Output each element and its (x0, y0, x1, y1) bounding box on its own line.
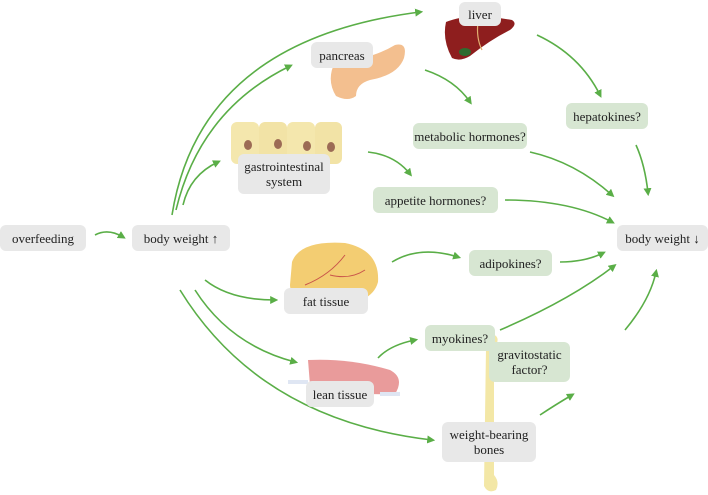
gi-cells-illustration (231, 122, 342, 164)
body-weight-down-node: body weight ↓ (617, 225, 708, 251)
arrows (94, 8, 659, 444)
overfeeding-label: overfeeding (11, 230, 75, 246)
appetite-hormones-node: appetite hormones? (373, 187, 498, 213)
hepatokines-label: hepatokines? (573, 108, 641, 124)
up-arrow-icon: ↑ (211, 230, 219, 246)
liver-node: liver (459, 2, 501, 26)
arrow-adipokines-bodyweight (559, 251, 606, 263)
arrow-hepatokines-bodyweight (635, 144, 652, 197)
fat-label: fat tissue (302, 293, 350, 309)
arrow-bodyweight-liver (171, 8, 424, 216)
arrow-overfeeding-bodyweight (94, 231, 126, 239)
arrow-liver-hepatokines (536, 34, 602, 98)
fat-tissue-node: fat tissue (284, 288, 368, 314)
arrow-pancreas-metabolic (424, 69, 472, 105)
pancreas-illustration (330, 44, 405, 99)
arrow-lean-myokines (377, 337, 419, 359)
gravitostatic-label: gravitostatic factor? (497, 347, 562, 377)
hepatokines-node: hepatokines? (566, 103, 648, 129)
liver-label: liver (468, 6, 492, 22)
arrow-bodyweight-pancreas (175, 64, 293, 211)
adipokines-node: adipokines? (469, 250, 552, 276)
lean-label: lean tissue (312, 386, 368, 402)
arrow-appetite-bodyweight (504, 199, 615, 224)
arrow-bodyweight-fat (204, 279, 279, 304)
down-arrow-icon: ↓ (693, 230, 700, 246)
body-weight-label: body weight (143, 230, 209, 246)
pancreas-label: pancreas (319, 47, 365, 63)
arrow-bodyweight-bones (179, 289, 436, 444)
arrow-gi-appetite (367, 151, 412, 177)
bones-label: weight-bearing bones (449, 427, 529, 457)
arrow-fat-adipokines (391, 251, 462, 263)
arrow-myokines-bodyweight (499, 264, 617, 331)
adipokines-label: adipokines? (479, 255, 542, 271)
arrow-metabolic-bodyweight (529, 151, 615, 198)
overfeeding-node: overfeeding (0, 225, 86, 251)
metabolic-hormones-node: metabolic hormones? (413, 123, 527, 149)
myokines-label: myokines? (431, 330, 489, 346)
arrow-bones-gravitostatic (539, 393, 575, 416)
liver-illustration (444, 16, 515, 60)
body-weight-label: body weight (625, 230, 690, 246)
appetite-label: appetite hormones? (384, 192, 487, 208)
metabolic-label: metabolic hormones? (414, 128, 526, 144)
body-weight-up-node: body weight ↑ (132, 225, 230, 251)
arrow-bodyweight-lean (194, 289, 299, 365)
arrow-bodyweight-gi (182, 160, 221, 206)
gi-label: gastrointestinal system (244, 159, 324, 189)
myokines-node: myokines? (425, 325, 495, 351)
arrow-gravitostatic-bodyweight (624, 268, 659, 331)
gi-node: gastrointestinal system (238, 154, 330, 194)
pancreas-node: pancreas (311, 42, 373, 68)
gravitostatic-node: gravitostatic factor? (489, 342, 570, 382)
lean-tissue-node: lean tissue (306, 381, 374, 407)
bones-node: weight-bearing bones (442, 422, 536, 462)
